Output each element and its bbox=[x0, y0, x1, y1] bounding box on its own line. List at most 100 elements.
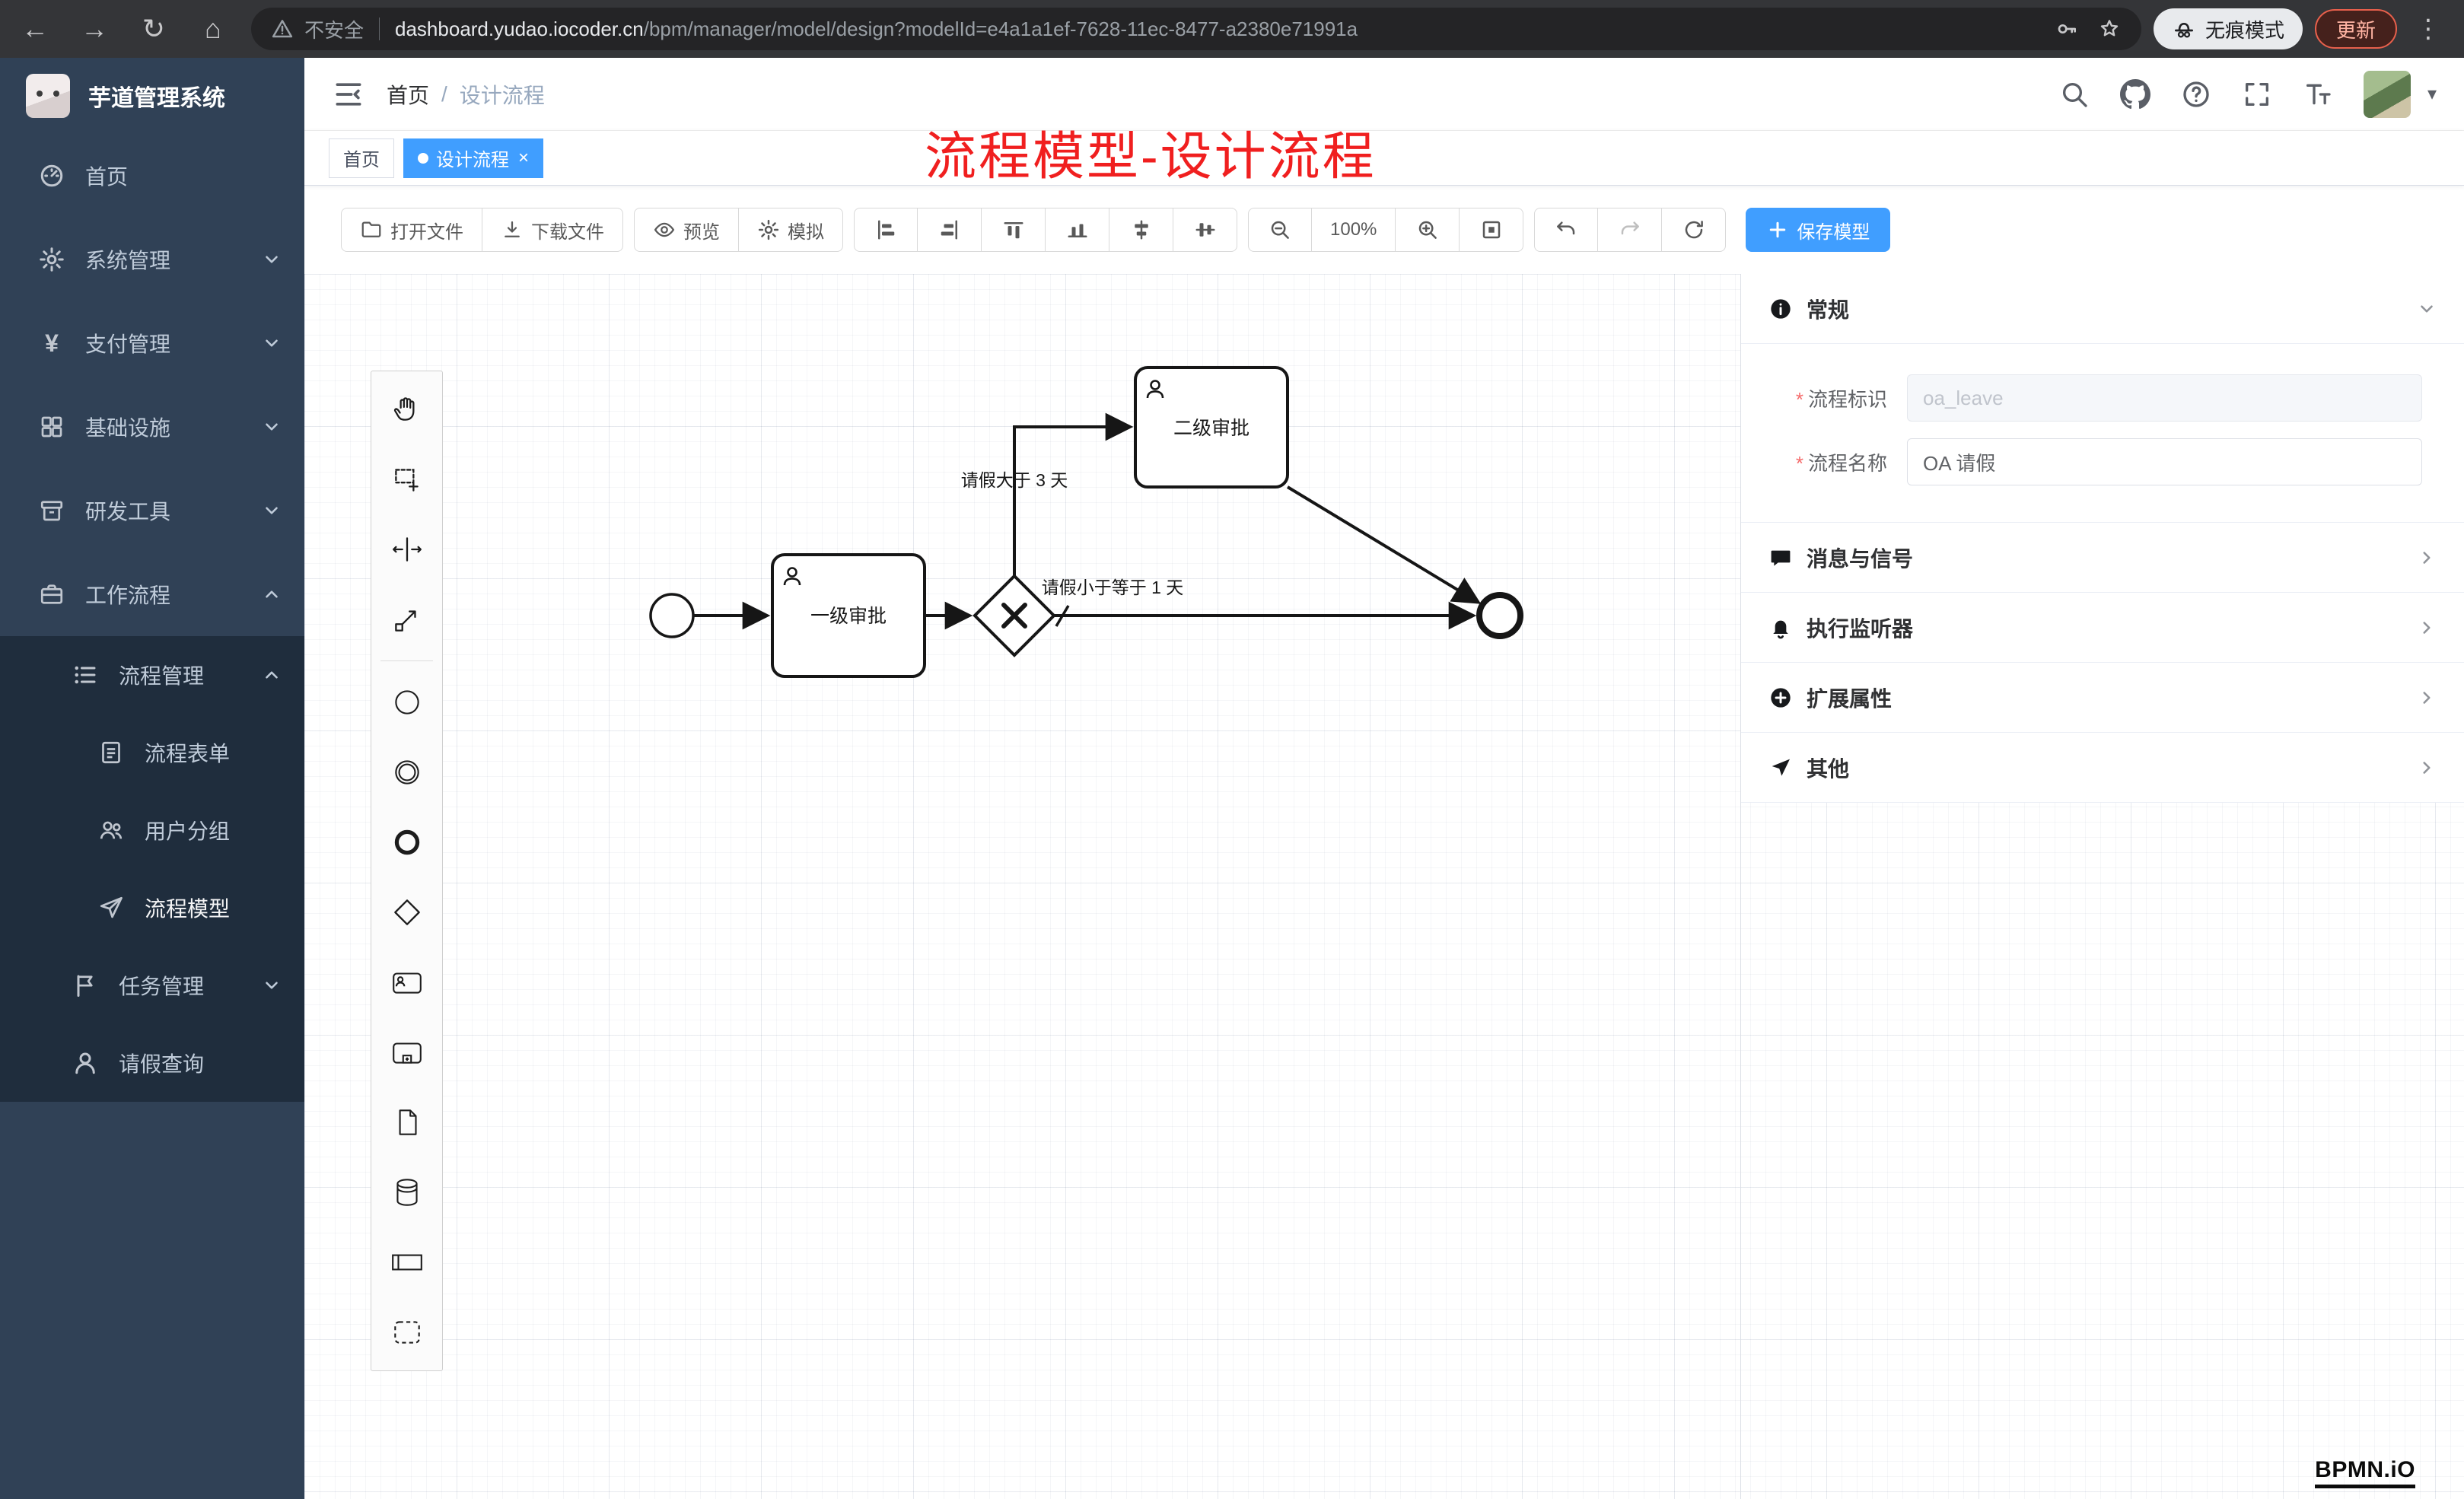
preview-button[interactable]: 预览 bbox=[634, 208, 739, 252]
tab-close-icon[interactable]: × bbox=[518, 148, 529, 169]
align-center-v-button[interactable] bbox=[1173, 208, 1237, 252]
section-message-signal[interactable]: 消息与信号 bbox=[1741, 523, 2464, 593]
subprocess-tool[interactable] bbox=[371, 1017, 442, 1087]
process-name-input[interactable] bbox=[1907, 438, 2422, 485]
avatar-caret-icon[interactable]: ▾ bbox=[2427, 83, 2437, 105]
global-connect-tool[interactable] bbox=[371, 584, 442, 654]
process-name-label: *流程名称 bbox=[1741, 448, 1907, 476]
end-event-tool[interactable] bbox=[371, 807, 442, 877]
open-file-button[interactable]: 打开文件 bbox=[341, 208, 482, 252]
align-right-button[interactable] bbox=[918, 208, 982, 252]
section-other[interactable]: 其他 bbox=[1741, 733, 2464, 803]
active-tab-dot bbox=[418, 153, 428, 164]
bpmn-io-watermark[interactable]: BPMN.iO bbox=[2315, 1457, 2415, 1488]
start-event[interactable] bbox=[651, 594, 693, 637]
font-size-icon[interactable] bbox=[2303, 79, 2333, 110]
group-tool[interactable] bbox=[371, 1297, 442, 1367]
sidebar-item-label: 流程表单 bbox=[145, 737, 230, 768]
redo-button[interactable] bbox=[1598, 208, 1662, 252]
intermediate-event-tool[interactable] bbox=[371, 737, 442, 807]
simulate-button[interactable]: 模拟 bbox=[739, 208, 843, 252]
lasso-tool[interactable] bbox=[371, 444, 442, 514]
breadcrumb-current: 设计流程 bbox=[460, 79, 545, 110]
breadcrumb-home[interactable]: 首页 bbox=[387, 79, 429, 110]
sidebar-item-process-mgmt[interactable]: 流程管理 bbox=[0, 636, 304, 714]
zoom-in-icon bbox=[1416, 218, 1439, 241]
sidebar-item-process-form[interactable]: 流程表单 bbox=[0, 714, 304, 791]
incognito-label: 无痕模式 bbox=[2205, 15, 2284, 43]
help-icon[interactable] bbox=[2181, 79, 2211, 110]
bpmn-diagram: 一级审批 bbox=[304, 274, 1740, 1499]
security-label[interactable]: 不安全 bbox=[304, 15, 364, 43]
url-host: dashboard.yudao.iocoder.cn bbox=[395, 18, 644, 40]
section-general[interactable]: 常规 bbox=[1741, 274, 2464, 344]
start-event-tool[interactable] bbox=[371, 667, 442, 737]
align-center-h-button[interactable] bbox=[1109, 208, 1173, 252]
github-icon[interactable] bbox=[2120, 79, 2150, 110]
yen-icon: ¥ bbox=[38, 329, 65, 357]
sidebar-item-task-mgmt[interactable]: 任务管理 bbox=[0, 947, 304, 1024]
app-logo[interactable]: 芋道管理系统 bbox=[0, 58, 304, 134]
browser-update-button[interactable]: 更新 bbox=[2315, 9, 2397, 49]
restart-button[interactable] bbox=[1662, 208, 1726, 252]
process-key-input[interactable] bbox=[1907, 374, 2422, 422]
breadcrumb-separator: / bbox=[441, 82, 447, 107]
sidebar-item-workflow[interactable]: 工作流程 bbox=[0, 552, 304, 636]
bookmark-star-icon[interactable] bbox=[2097, 17, 2122, 41]
flow-gateway-to-task2[interactable] bbox=[1014, 427, 1128, 576]
browser-menu-button[interactable]: ⋮ bbox=[2409, 14, 2447, 44]
data-store-tool[interactable] bbox=[371, 1157, 442, 1227]
tab-design-process[interactable]: 设计流程 × bbox=[403, 138, 543, 178]
saved-password-key-icon[interactable] bbox=[2055, 17, 2079, 41]
bell-icon bbox=[1768, 616, 1793, 640]
sidebar-collapse-icon[interactable] bbox=[332, 78, 365, 111]
align-top-button[interactable] bbox=[982, 208, 1046, 252]
hand-tool[interactable] bbox=[371, 374, 442, 444]
section-execution-listener[interactable]: 执行监听器 bbox=[1741, 593, 2464, 663]
browser-refresh-button[interactable]: ↻ bbox=[135, 15, 172, 43]
sidebar-submenu-workflow: 流程管理 流程表单 用户分组 流程模型 bbox=[0, 636, 304, 1102]
sidebar-item-system[interactable]: 系统管理 bbox=[0, 218, 304, 301]
url-text: dashboard.yudao.iocoder.cn/bpm/manager/m… bbox=[395, 18, 1358, 41]
fullscreen-icon[interactable] bbox=[2242, 79, 2272, 110]
data-object-tool[interactable] bbox=[371, 1087, 442, 1157]
zoom-reset-button[interactable] bbox=[1460, 208, 1523, 252]
browser-home-button[interactable]: ⌂ bbox=[195, 15, 231, 43]
task-second-approval[interactable]: 二级审批 bbox=[1135, 368, 1288, 487]
participant-pool-tool[interactable] bbox=[371, 1227, 442, 1297]
sidebar-item-devtools[interactable]: 研发工具 bbox=[0, 469, 304, 552]
sidebar-item-infra[interactable]: 基础设施 bbox=[0, 385, 304, 469]
align-right-icon bbox=[938, 218, 961, 241]
save-model-button[interactable]: 保存模型 bbox=[1746, 208, 1890, 252]
browser-forward-button[interactable]: → bbox=[76, 15, 113, 43]
task-first-approval[interactable]: 一级审批 bbox=[772, 555, 925, 676]
sidebar-item-home[interactable]: 首页 bbox=[0, 134, 304, 218]
user-avatar[interactable] bbox=[2364, 71, 2411, 118]
info-icon bbox=[1768, 297, 1793, 321]
user-task-tool[interactable] bbox=[371, 947, 442, 1017]
zoom-level-value: 100% bbox=[1330, 219, 1377, 240]
tab-home[interactable]: 首页 bbox=[329, 138, 394, 178]
bpmn-canvas[interactable]: 一级审批 bbox=[304, 274, 2464, 1499]
zoom-out-button[interactable] bbox=[1248, 208, 1312, 252]
sidebar-item-user-group[interactable]: 用户分组 bbox=[0, 791, 304, 869]
browser-address-bar[interactable]: 不安全 dashboard.yudao.iocoder.cn/bpm/manag… bbox=[251, 8, 2141, 50]
flow-task2-to-end[interactable] bbox=[1288, 487, 1476, 601]
align-bottom-button[interactable] bbox=[1046, 208, 1109, 252]
browser-back-button[interactable]: ← bbox=[17, 15, 53, 43]
section-extended-attributes[interactable]: 扩展属性 bbox=[1741, 663, 2464, 733]
tab-label: 设计流程 bbox=[436, 145, 509, 171]
gateway-tool[interactable] bbox=[371, 877, 442, 947]
sidebar-item-leave-query[interactable]: 请假查询 bbox=[0, 1024, 304, 1102]
zoom-in-button[interactable] bbox=[1396, 208, 1460, 252]
download-file-button[interactable]: 下载文件 bbox=[482, 208, 623, 252]
sidebar-item-payment[interactable]: ¥ 支付管理 bbox=[0, 301, 304, 385]
sidebar-item-process-model[interactable]: 流程模型 bbox=[0, 869, 304, 947]
end-event[interactable] bbox=[1479, 595, 1520, 636]
space-tool[interactable] bbox=[371, 514, 442, 584]
zoom-level-button[interactable]: 100% bbox=[1312, 208, 1396, 252]
restore-icon bbox=[1682, 218, 1705, 241]
search-icon[interactable] bbox=[2059, 79, 2090, 110]
align-left-button[interactable] bbox=[854, 208, 918, 252]
undo-button[interactable] bbox=[1534, 208, 1598, 252]
